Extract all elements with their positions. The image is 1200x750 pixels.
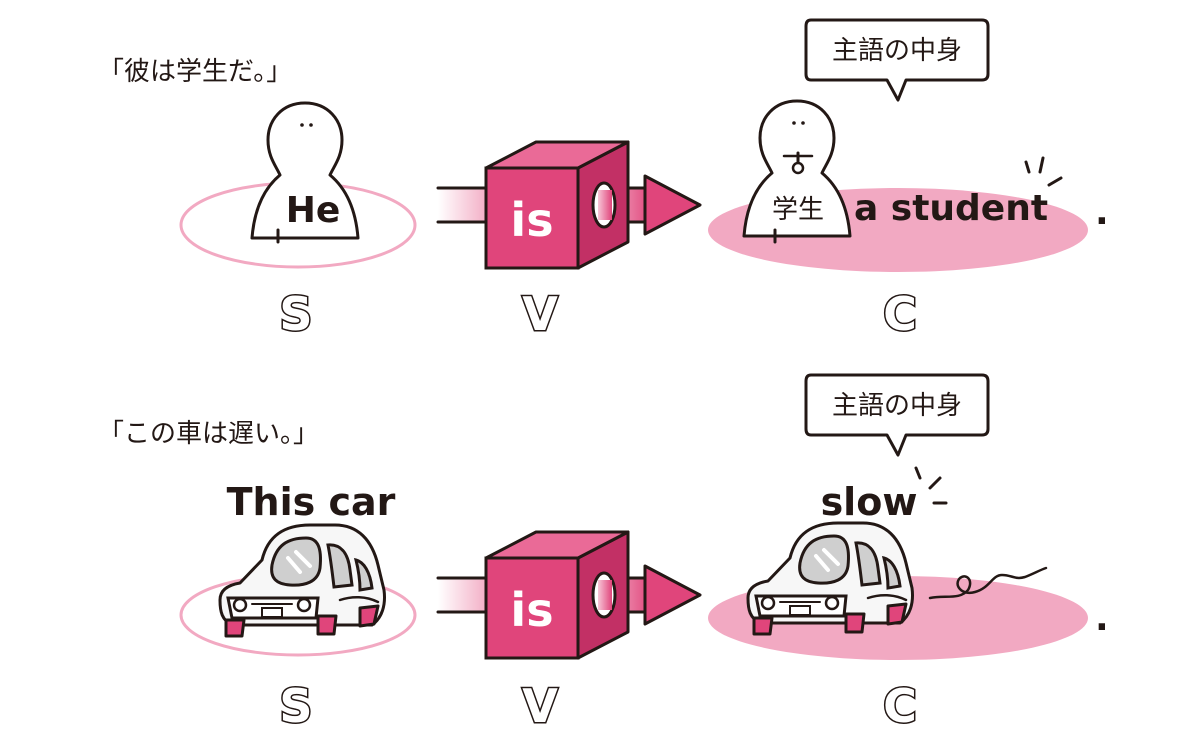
period-2: . — [1095, 598, 1109, 639]
row-1: 「彼は学生だ。」 He is 学生 a student . 主語の中身 — [98, 18, 1109, 343]
complement-word-1: a student — [854, 188, 1048, 229]
subject-word-1: He — [286, 190, 341, 231]
bubble-text-2: 主語の中身 — [832, 391, 962, 421]
emphasis-marks-1 — [1024, 156, 1063, 187]
verb-cube-icon — [436, 140, 702, 270]
exhaust-squiggle-icon — [928, 566, 1048, 600]
emphasis-marks-2 — [914, 466, 948, 505]
label-v-2: V — [522, 679, 558, 733]
row-2: 「この車は遅い。」 This car is slow . 主語の中身 S V C — [98, 373, 1109, 735]
period-1: . — [1095, 192, 1109, 233]
car-icon — [218, 523, 387, 638]
complement-word-2: slow — [821, 480, 918, 524]
label-s-1: S — [279, 287, 312, 341]
label-s-2: S — [279, 679, 312, 733]
person-icon — [742, 99, 852, 244]
subject-word-2: This car — [227, 480, 396, 524]
label-c-1: C — [883, 287, 917, 341]
figure-label-1: 学生 — [772, 195, 824, 225]
verb-word-1: is — [510, 193, 553, 247]
label-c-2: C — [883, 679, 917, 733]
sentence-1: 「彼は学生だ。」 — [98, 57, 292, 87]
label-v-1: V — [522, 287, 558, 341]
sentence-2: 「この車は遅い。」 — [98, 419, 319, 449]
verb-cube-icon — [436, 530, 702, 660]
bubble-text-1: 主語の中身 — [832, 36, 962, 66]
car-icon — [746, 521, 915, 636]
verb-word-2: is — [510, 583, 553, 637]
